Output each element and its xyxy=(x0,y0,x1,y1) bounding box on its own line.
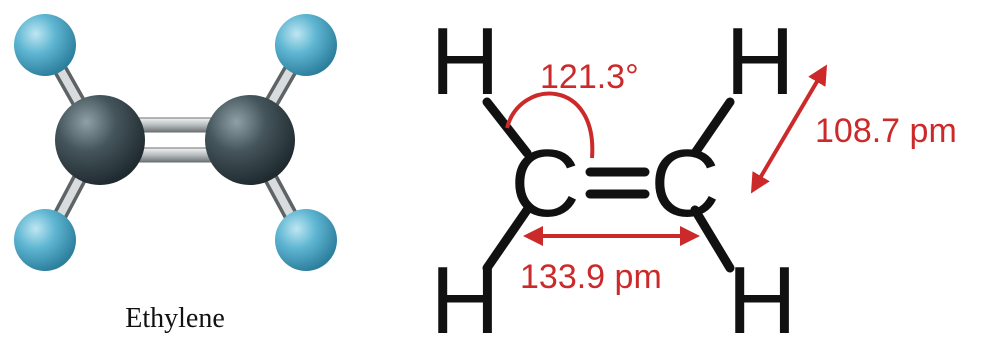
ch-length-label: 108.7 pm xyxy=(815,112,957,150)
atom-h-top-right: H xyxy=(725,8,794,115)
bond-ch-bottom-left xyxy=(482,205,532,273)
structural-formula: H H C C H H 121.3° 108.7 pm 133.9 pm xyxy=(430,8,956,341)
bond-ch-bottom-right xyxy=(690,205,735,273)
cc-length-label: 133.9 pm xyxy=(520,258,662,296)
bond-ch-top-right xyxy=(690,97,735,158)
ch-length-arrow xyxy=(750,64,828,194)
atom-c-right: C xyxy=(650,130,719,237)
model-caption: Ethylene xyxy=(125,303,225,334)
carbon-ball-right xyxy=(205,95,295,185)
carbon-ball-left xyxy=(55,95,145,185)
bond-angle-arc xyxy=(505,91,595,159)
hydrogen-ball-bottom-left xyxy=(14,209,76,271)
annotations xyxy=(505,64,828,246)
atom-c-left: C xyxy=(510,130,579,237)
bond-angle-label: 121.3° xyxy=(540,58,639,96)
hydrogen-ball-top-right xyxy=(275,14,337,76)
atom-h-bottom-left: H xyxy=(430,247,499,341)
atom-h-top-left: H xyxy=(430,8,499,115)
atom-h-bottom-right: H xyxy=(727,247,796,341)
hydrogen-ball-bottom-right xyxy=(275,209,337,271)
ball-and-stick-model: Ethylene xyxy=(14,14,337,334)
hydrogen-ball-top-left xyxy=(14,14,76,76)
